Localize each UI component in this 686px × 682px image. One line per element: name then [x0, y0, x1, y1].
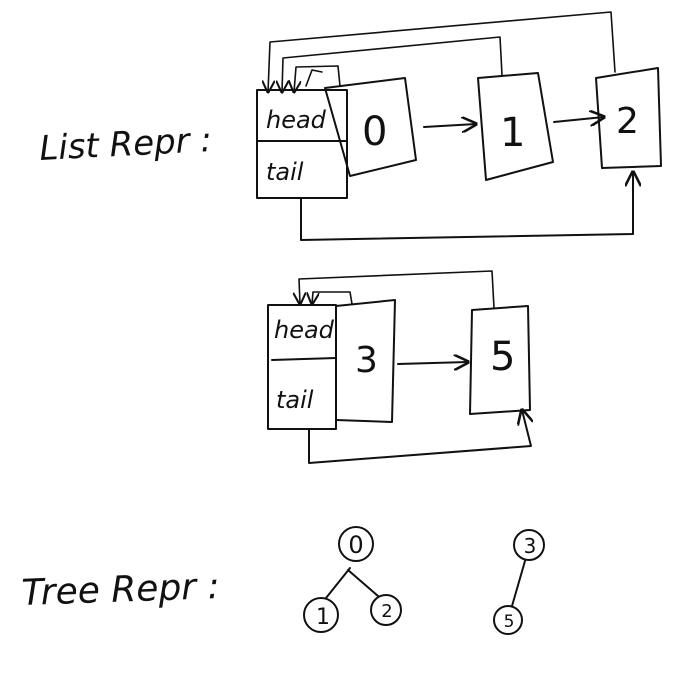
list1-node-2-value: 2	[616, 101, 639, 142]
list2-tail-label: tail	[276, 386, 314, 414]
tree1-edge-right	[347, 569, 379, 597]
list1-backlink-mark	[305, 69, 323, 87]
list1-arrow-1-to-2	[553, 117, 604, 122]
list2-backlink-node-3	[312, 291, 353, 304]
list1-node-1-box	[477, 72, 554, 181]
tree1-left-node	[303, 597, 339, 633]
tree1-right-node	[370, 594, 402, 626]
list1-head-label: head	[266, 106, 327, 134]
list-repr-label: List Repr :	[38, 120, 212, 169]
list1-diagram: head tail 0 1 2	[256, 11, 662, 241]
tree-repr-label: Tree Repr :	[21, 566, 220, 614]
list2-node-5-value: 5	[490, 334, 515, 380]
list1-node-0-box	[324, 77, 417, 177]
list2-tail-pointer	[308, 410, 531, 464]
list1-backlink-node-2	[268, 11, 616, 92]
list2-diagram: head tail 3 5	[267, 270, 531, 464]
tree2-diagram: 3 5	[493, 529, 545, 635]
tree1-root-value: 0	[348, 531, 363, 559]
list1-tail-label: tail	[266, 158, 304, 186]
list1-arrow-0-to-1	[423, 124, 476, 127]
list2-node-3-box	[335, 299, 396, 423]
tree2-root-value: 3	[524, 534, 537, 558]
tree2-edge	[511, 560, 526, 607]
list2-header-divider	[271, 357, 337, 361]
tree1-root-node	[338, 526, 374, 562]
list1-backlink-node-1	[282, 36, 503, 92]
list1-node-0-value: 0	[362, 109, 387, 155]
tree2-child-node	[493, 605, 523, 635]
tree2-root-node	[513, 529, 545, 561]
list2-arrow-3-to-5	[397, 362, 468, 364]
tree1-diagram: 0 1 2	[303, 526, 402, 633]
list1-tail-pointer	[300, 172, 633, 241]
list2-backlink-node-5	[299, 270, 495, 309]
tree2-child-value: 5	[504, 612, 515, 632]
list2-node-3-value: 3	[355, 340, 378, 381]
tree1-edge-left	[325, 567, 351, 599]
list2-head-label: head	[274, 316, 335, 344]
list1-backlink-node-0	[294, 65, 341, 92]
list1-node-2-box	[595, 67, 662, 169]
list1-node-1-value: 1	[500, 110, 525, 156]
tree1-right-value: 2	[381, 601, 392, 622]
tree1-left-value: 1	[316, 605, 330, 630]
